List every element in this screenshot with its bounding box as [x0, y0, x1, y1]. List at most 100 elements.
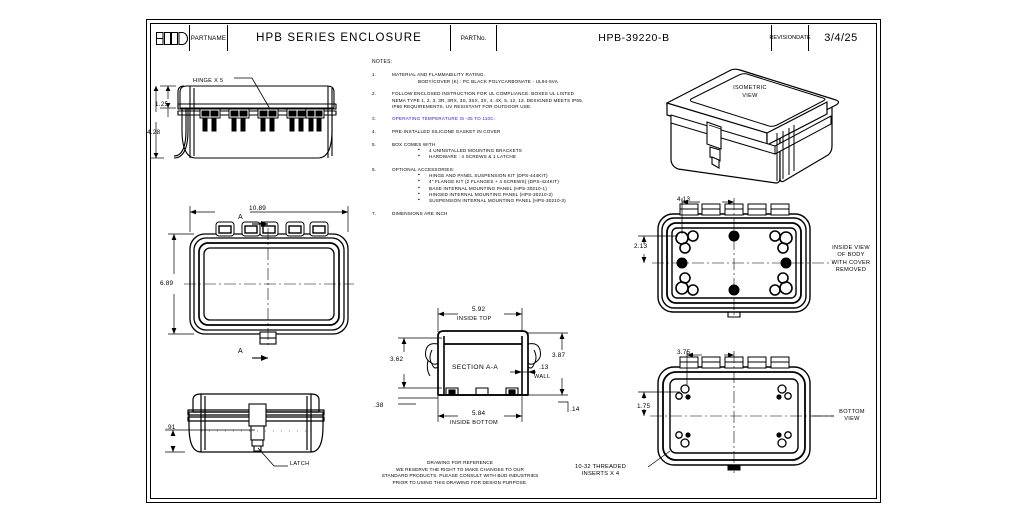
note-text: OPERATING TEMPERATURE IS -35 TO 110C.	[392, 116, 672, 122]
notes-block: NOTES: 1. MATERIAL AND FLAMMABILITY RATIN…	[372, 59, 672, 223]
note-text: OPTIONAL ACCESSORIES:▪HINGE AND PANEL SU…	[392, 167, 672, 204]
view-top	[160, 192, 360, 377]
dim-inside-bottom: 5.84	[472, 410, 486, 417]
note-bullet-text: 4 UNINSTALLED MOUNTING BRACKETS	[429, 148, 523, 154]
view-isometric	[655, 55, 875, 190]
note-bullet: ▪SUSPENSION INTERNAL MOUNTING PANEL (HPS…	[392, 196, 672, 203]
footer-line: DRAWING FOR REFERENCE	[427, 460, 493, 465]
part-name-value: HPB SERIES ENCLOSURE	[228, 25, 451, 51]
view-inside-body	[630, 192, 840, 322]
note-line: OPTIONAL ACCESSORIES:	[392, 166, 455, 172]
dim-bottom-y: 1.75	[637, 403, 651, 410]
note-text: PRE-INSTALLED SILICONE GASKET IN COVER	[392, 129, 672, 135]
dim-inside-x: 4.13	[677, 196, 691, 203]
note-line: IP66 REQUIREMENTS. UV RESISTANT FOR OUTD…	[392, 103, 532, 109]
revision-date-value: 3/4/25	[824, 32, 858, 44]
note-line: FOLLOW ENCLOSED INSTRUCTION FOR UL COMPL…	[392, 91, 575, 97]
dim-inside-y: 2.13	[634, 243, 648, 250]
footer-line: STANDARD PRODUCTS. PLEASE CONSULT WITH B…	[381, 473, 539, 479]
hinge-callout: HINGE X 5	[193, 78, 224, 84]
dim-overall-height: 4.28	[147, 129, 161, 136]
part-no-value: HPB-39220-B	[497, 25, 772, 51]
note-line: PRE-INSTALLED SILICONE GASKET IN COVER	[392, 129, 501, 135]
notes-list: 1. MATERIAL AND FLAMMABILITY RATING.BODY/…	[372, 72, 672, 216]
note-line: NEMA TYPE 1, 2, 3, 3R, 3RX, 3S, 3SX, 3X,…	[392, 97, 584, 103]
dim-left-offset: .38	[374, 402, 384, 409]
note-number: 1.	[372, 72, 377, 78]
note-bullet-text: HINGE AND PANEL SUSPENSION KIT (DPS-444K…	[429, 173, 548, 179]
note-bullet-text: BASE INTERNAL MOUNTING PANEL (HPS-30210-…	[429, 185, 547, 191]
note-bullet-text: HARDWARE : 4 SCREWS & 1 LATCHE	[429, 154, 517, 160]
note-item: 6.OPTIONAL ACCESSORIES:▪HINGE AND PANEL …	[372, 167, 672, 204]
notes-header: NOTES:	[372, 59, 393, 65]
note-item: 5. BOX COMES WITH▪ 4 UNINSTALLED MOUNTING …	[372, 142, 672, 161]
dim-bottom-x: 3.75	[677, 349, 691, 356]
note-number: 6.	[372, 166, 377, 172]
note-item: 2. FOLLOW ENCLOSED INSTRUCTION FOR UL COM…	[372, 91, 672, 110]
dim-inside-height: 3.62	[390, 356, 404, 363]
view-section-aa	[376, 300, 596, 450]
note-item: 3. OPERATING TEMPERATURE IS -35 TO 110C.	[372, 116, 672, 122]
bullet-dot-icon: ▪	[418, 184, 420, 191]
label-inside-bottom: INSIDE BOTTOM	[450, 420, 498, 426]
bullet-dot-icon: ▪	[418, 178, 420, 185]
note-subline: BODY/COVER (K) : PC BLACK POLYCARBONATE …	[418, 78, 558, 84]
sheet-border-outer	[146, 19, 881, 503]
dim-outside-height: 3.87	[552, 352, 566, 359]
bud-logo	[152, 25, 190, 51]
note-line: MATERIAL AND FLAMMABILITY RATING.	[392, 72, 486, 78]
section-mark-a-top: A	[238, 214, 243, 221]
dim-inside-top: 5.92	[472, 306, 486, 313]
note-number: 4.	[372, 129, 377, 135]
note-bullet: ▪ BASE INTERNAL MOUNTING PANEL (HPS-30210…	[392, 184, 672, 191]
note-number: 2.	[372, 91, 377, 97]
bullet-dot-icon: ▪	[418, 196, 420, 203]
bullet-dot-icon: ▪	[418, 190, 420, 197]
note-text: DIMENSIONS ARE INCH	[392, 211, 672, 217]
view-front-hinge	[150, 60, 365, 185]
note-bullet: ▪ HINGED INTERNAL MOUNTING PANEL (HPS-302…	[392, 190, 672, 197]
note-number: 3.	[372, 116, 377, 122]
note-item: 1. MATERIAL AND FLAMMABILITY RATING.BODY/…	[372, 72, 672, 84]
note-line: BOX COMES WITH	[392, 141, 436, 147]
latch-callout: LATCH	[290, 461, 310, 467]
note-line: DIMENSIONS ARE INCH	[392, 210, 448, 216]
footer-line: WE RESERVE THE RIGHT TO MAKE CHANGES TO …	[396, 466, 524, 472]
note-text: BOX COMES WITH▪ 4 UNINSTALLED MOUNTING BR…	[392, 142, 672, 161]
section-title: SECTION A-A	[452, 364, 499, 371]
view-bottom	[630, 345, 840, 480]
note-number: 5.	[372, 141, 377, 147]
note-number: 7.	[372, 210, 377, 216]
bud-logo-mark	[155, 31, 188, 45]
footer-line: PRIOR TO USING THIS DRAWING FOR DESIGN P…	[392, 479, 528, 485]
note-text: FOLLOW ENCLOSED INSTRUCTION FOR UL COMPL…	[392, 91, 672, 110]
note-bullet: ▪HARDWARE : 4 SCREWS & 1 LATCHE	[392, 153, 672, 160]
view-rear-latch	[155, 382, 355, 482]
note-item: 4. PRE-INSTALLED SILICONE GASKET IN COVER	[372, 129, 672, 135]
dim-latch-height: .91	[166, 424, 176, 431]
dim-top-width: 10.89	[249, 205, 266, 212]
bullet-dot-icon: ▪	[418, 172, 420, 179]
dim-wall-thickness: .13	[539, 364, 549, 371]
bullet-dot-icon: ▪	[418, 147, 420, 154]
note-bullet: ▪ 4 UNINSTALLED MOUNTING BRACKETS	[392, 147, 672, 154]
dim-top-depth: 6.89	[160, 280, 174, 287]
dim-cover-height: 1.25	[155, 101, 169, 108]
sheet-border-inner	[150, 23, 877, 499]
note-bullet: ▪4" FLANGE KIT (2 FLANGES + 4 SCREWS) (D…	[392, 178, 672, 185]
note-item: 7. DIMENSIONS ARE INCH	[372, 211, 672, 217]
note-line: OPERATING TEMPERATURE IS -35 TO 110C.	[392, 116, 496, 122]
note-bullet-text: HINGED INTERNAL MOUNTING PANEL (HPS-3021…	[429, 191, 553, 197]
dim-right-offset: .14	[570, 406, 580, 413]
note-text: MATERIAL AND FLAMMABILITY RATING.BODY/CO…	[392, 72, 672, 84]
